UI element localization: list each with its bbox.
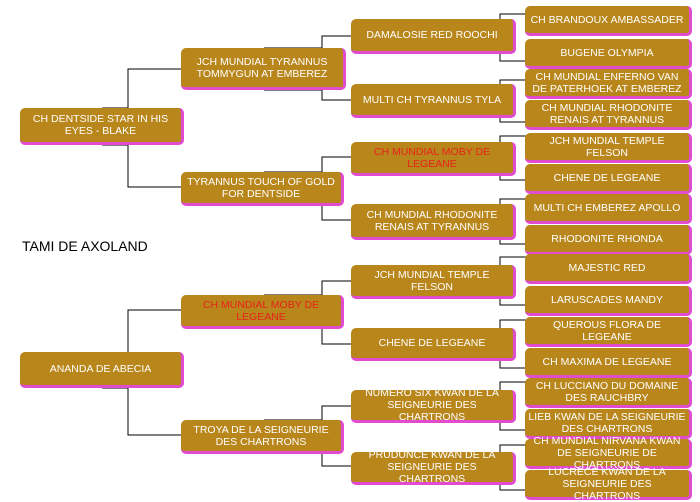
dam-dam-box[interactable]: TROYA DE LA SEIGNEURIE DES CHARTRONS	[181, 420, 344, 454]
sdsd-box[interactable]: CHENE DE LEGEANE	[525, 164, 692, 194]
sire-dam-box[interactable]: TYRANNUS TOUCH OF GOLD FOR DENTSIDE	[181, 172, 344, 206]
sire-box[interactable]: CH DENTSIDE STAR IN HIS EYES - BLAKE	[20, 108, 184, 145]
dss-box[interactable]: JCH MUNDIAL TEMPLE FELSON	[351, 265, 516, 299]
dsdd-box[interactable]: CH MAXIMA DE LEGEANE	[525, 348, 692, 378]
ssds-box[interactable]: CH MUNDIAL ENFERNO VAN DE PATERHOEK AT E…	[525, 69, 692, 99]
ddds-box[interactable]: CH MUNDIAL NIRVANA KWAN DE SEIGNEURIE DE…	[525, 435, 692, 471]
dsds-box[interactable]: QUEROUS FLORA DE LEGEANE	[525, 317, 692, 347]
ssd-box[interactable]: MULTI CH TYRANNUS TYLA	[351, 84, 516, 118]
ddd-box[interactable]: PRUDUNCE KWAN DE LA SEIGNEURIE DES CHART…	[351, 449, 516, 485]
ddsd-box[interactable]: LIEB KWAN DE LA SEIGNEURIE DES CHARTRONS	[525, 409, 692, 439]
dddd-box[interactable]: LUCRECE KWAN DE LA SEIGNEURIE DES CHARTR…	[525, 466, 692, 502]
pedigree-title: TAMI DE AXOLAND	[22, 238, 148, 254]
sds-box[interactable]: CH MUNDIAL MOBY DE LEGEANE	[351, 142, 516, 176]
dssd-box[interactable]: LARUSCADES MANDY	[525, 286, 692, 316]
ddss-box[interactable]: CH LUCCIANO DU DOMAINE DES RAUCHBRY	[525, 378, 692, 408]
sdds-box[interactable]: MULTI CH EMBEREZ APOLLO	[525, 194, 692, 224]
dam-sire-box[interactable]: CH MUNDIAL MOBY DE LEGEANE	[181, 295, 344, 329]
ssss-box[interactable]: CH BRANDOUX AMBASSADER	[525, 6, 692, 36]
sdss-box[interactable]: JCH MUNDIAL TEMPLE FELSON	[525, 133, 692, 163]
dam-box[interactable]: ANANDA DE ABECIA	[20, 352, 184, 388]
dsss-box[interactable]: MAJESTIC RED	[525, 254, 692, 284]
sss-box[interactable]: DAMALOSIE RED ROOCHI	[351, 19, 516, 54]
sdd-box[interactable]: CH MUNDIAL RHODONITE RENAIS AT TYRANNUS	[351, 204, 516, 240]
sssd-box[interactable]: BUGENE OLYMPIA	[525, 39, 692, 69]
sire-sire-box[interactable]: JCH MUNDIAL TYRANNUS TOMMYGUN AT EMBEREZ	[181, 48, 346, 90]
sddd-box[interactable]: RHODONITE RHONDA	[525, 225, 692, 255]
ssdd-box[interactable]: CH MUNDIAL RHODONITE RENAIS AT TYRANNUS	[525, 100, 692, 130]
dds-box[interactable]: NUMERO SIX KWAN DE LA SEIGNEURIE DES CHA…	[351, 387, 516, 423]
dsd-box[interactable]: CHENE DE LEGEANE	[351, 328, 516, 361]
